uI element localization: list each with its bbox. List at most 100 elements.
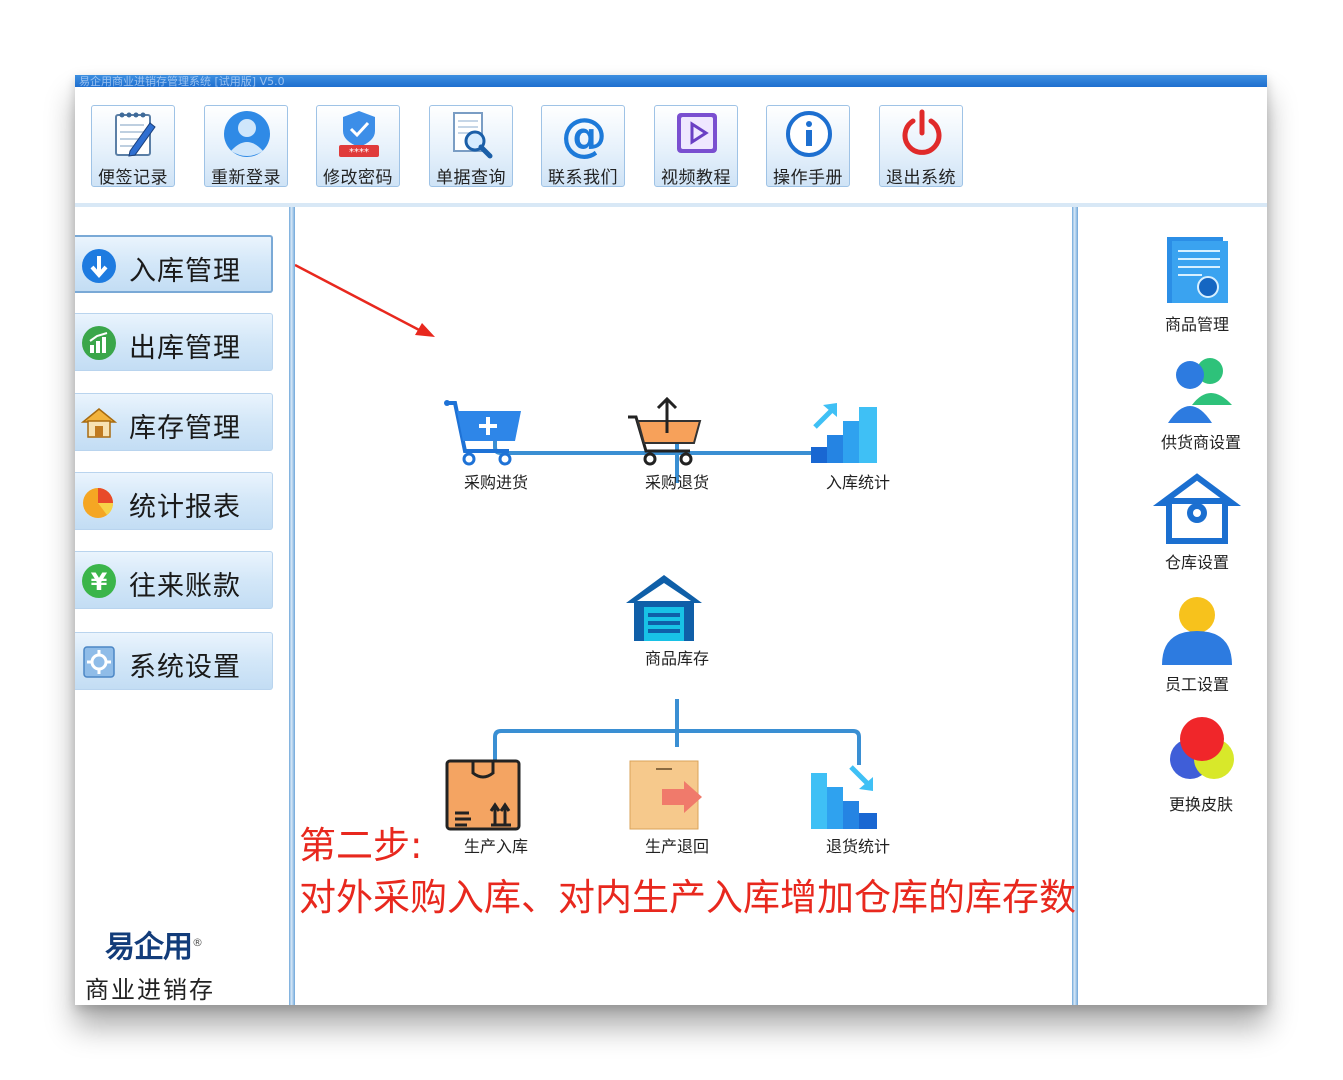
window-title: 易企用商业进销存管理系统 [试用版] V5.0 [79,75,285,88]
brand-name: 易企用 [105,930,193,965]
svg-text:¥: ¥ [91,568,108,596]
sidebar-item-label: 出库管理 [129,333,241,364]
flow-item-label: 生产入库 [463,837,528,856]
sidebar-item-settings[interactable]: 系统设置 [75,632,273,690]
inbound-arrow-icon [81,248,117,284]
cart-add-icon [441,397,551,467]
brand-registered-mark: ® [192,936,203,949]
right-item-label: 仓库设置 [1164,553,1229,572]
password-shield-icon: **** [335,109,383,159]
sidebar-item-label: 往来账款 [129,571,241,602]
toolbar-label: 联系我们 [548,168,618,188]
stairs-down-icon [803,759,913,831]
brand-subtitle: 商业进销存 [85,976,215,1004]
sidebar-item-reports[interactable]: 统计报表 [75,472,273,530]
flow-item-label: 采购退货 [644,473,709,492]
contact-us-button[interactable]: @ 联系我们 [541,105,625,188]
user-icon [223,109,271,159]
sidebar-item-inbound[interactable]: 入库管理 [75,235,273,293]
right-item-label: 员工设置 [1164,675,1229,694]
notepad-icon [110,109,158,159]
notepad-button[interactable]: 便签记录 [91,105,175,188]
product-management-item[interactable]: 商品管理 [1142,235,1252,335]
sidebar-item-label: 系统设置 [129,652,241,683]
warehouse-gear-icon [1142,473,1252,545]
product-list-icon [1142,235,1252,307]
relogin-button[interactable]: 重新登录 [204,105,288,188]
settings-gear-icon [81,644,117,680]
pointer-arrow-head [415,323,435,337]
color-skin-icon [1146,715,1256,787]
sidebar-item-inventory[interactable]: 库存管理 [75,393,273,451]
supplier-users-icon [1146,353,1256,425]
video-play-icon [673,109,721,159]
box-inbound-icon [441,759,551,831]
toolbar-label: 便签记录 [98,168,168,188]
exit-system-button[interactable]: 退出系统 [879,105,963,188]
toolbar-label: 修改密码 [323,168,393,188]
right-item-label: 更换皮肤 [1168,795,1233,814]
yen-coin-icon: ¥ [81,563,117,599]
flow-item-label: 商品库存 [644,649,709,668]
toolbar-label: 视频教程 [661,168,731,188]
power-icon [898,109,946,159]
info-icon [785,109,833,159]
main-flow-panel: 采购进货 采购退货 [295,207,1072,1005]
sidebar-item-label: 入库管理 [129,256,241,287]
toolbar-label: 操作手册 [773,168,843,188]
warehouse-house-icon [81,405,117,441]
warehouse-settings-item[interactable]: 仓库设置 [1142,473,1252,573]
right-item-label: 供货商设置 [1160,433,1241,452]
pointer-arrow-line [295,263,424,334]
purchase-inbound-item[interactable]: 采购进货 [441,397,551,493]
sidebar-item-accounts[interactable]: ¥ 往来账款 [75,551,273,609]
purchase-return-item[interactable]: 采购退货 [622,397,732,493]
toolbar-label: 单据查询 [436,168,506,188]
outbound-chart-icon [81,325,117,361]
toolbar-divider [75,203,1267,207]
box-return-icon [622,759,732,831]
app-window: 易企用商业进销存管理系统 [试用版] V5.0 便签记录 [75,75,1267,1005]
sidebar-item-label: 库存管理 [129,413,241,444]
document-search-button[interactable]: 单据查询 [429,105,513,188]
right-item-label: 商品管理 [1164,315,1229,334]
flow-item-label: 生产退回 [644,837,709,856]
return-statistics-item[interactable]: 退货统计 [803,759,913,857]
production-return-item[interactable]: 生产退回 [622,759,732,857]
inbound-statistics-item[interactable]: 入库统计 [803,397,913,493]
flow-item-label: 入库统计 [825,473,890,492]
flow-item-label: 采购进货 [463,473,528,492]
tutorial-annotation: 第二步: 对外采购入库、对内生产入库增加仓库的库存数 [299,820,1076,924]
supplier-settings-item[interactable]: 供货商设置 [1146,353,1256,453]
at-sign-icon: @ [560,109,608,159]
cart-return-icon [622,397,732,467]
left-splitter[interactable] [289,207,295,1005]
sidebar: 入库管理 出库管理 库存管理 [75,207,289,1005]
sidebar-item-label: 统计报表 [129,492,241,523]
annotation-step: 第二步: [299,824,423,867]
toolbar-label: 退出系统 [886,168,956,188]
right-quick-panel: 商品管理 供货商设置 仓库设 [1078,207,1267,1005]
employee-settings-item[interactable]: 员工设置 [1142,595,1252,695]
warehouse-icon [622,573,732,643]
toolbar: 便签记录 重新登录 **** 修改密码 [75,87,1267,203]
right-splitter[interactable] [1072,207,1078,1005]
change-skin-item[interactable]: 更换皮肤 [1146,715,1256,815]
pie-chart-icon [81,484,117,520]
sidebar-item-outbound[interactable]: 出库管理 [75,313,273,371]
document-search-icon [448,109,496,159]
product-inventory-item[interactable]: 商品库存 [622,573,732,669]
annotation-text: 对外采购入库、对内生产入库增加仓库的库存数 [299,876,1076,919]
change-password-button[interactable]: **** 修改密码 [316,105,400,188]
employee-icon [1142,595,1252,667]
svg-text:@: @ [561,109,607,159]
brand-logo: 易企用® [105,922,203,966]
video-tutorial-button[interactable]: 视频教程 [654,105,738,188]
stairs-up-icon [803,397,913,467]
production-inbound-item[interactable]: 生产入库 [441,759,551,857]
flow-item-label: 退货统计 [825,837,890,856]
svg-text:****: **** [349,147,369,158]
user-manual-button[interactable]: 操作手册 [766,105,850,188]
toolbar-label: 重新登录 [211,168,281,188]
title-bar: 易企用商业进销存管理系统 [试用版] V5.0 [75,75,1267,88]
